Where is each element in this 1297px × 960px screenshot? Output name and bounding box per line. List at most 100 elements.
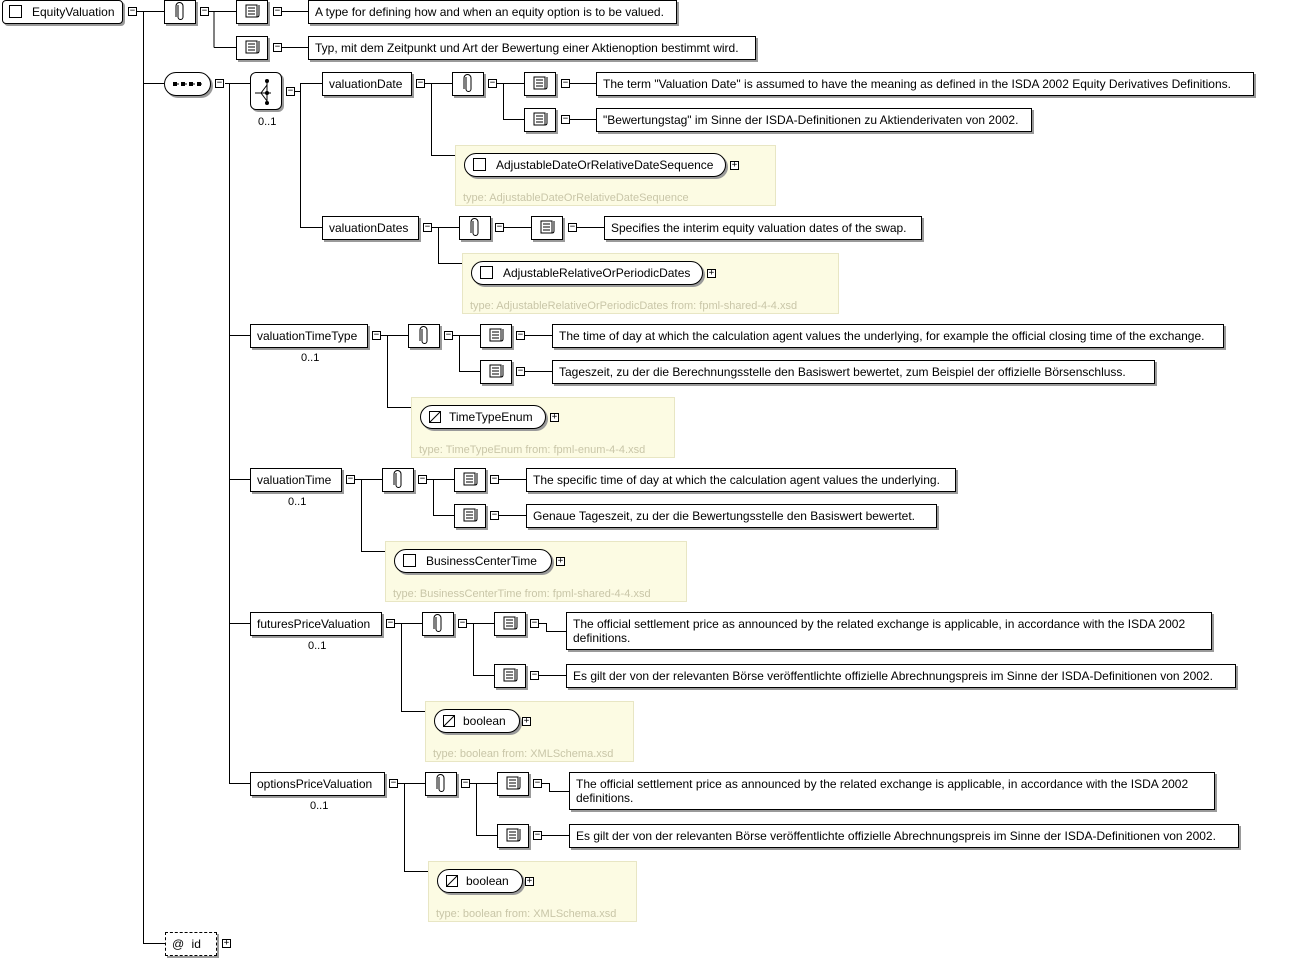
annotation-icon[interactable]: [408, 324, 440, 348]
collapse-toggle[interactable]: −: [200, 6, 209, 16]
type-label: type: boolean from: XMLSchema.xsd: [436, 908, 617, 920]
element-optionspricevaluation[interactable]: optionsPriceValuation: [250, 772, 385, 796]
paperclip-icon: [433, 614, 442, 632]
expand-toggle[interactable]: +: [522, 716, 531, 726]
scroll-doc-icon: [489, 328, 504, 342]
type-name: AdjustableRelativeOrPeriodicDates: [503, 266, 691, 280]
expand-toggle[interactable]: +: [222, 938, 231, 948]
root-element-equityvaluation[interactable]: EquityValuation: [2, 0, 123, 24]
element-futurespricevaluation[interactable]: futuresPriceValuation: [250, 612, 382, 636]
documentation-icon[interactable]: [524, 108, 556, 132]
expand-toggle[interactable]: +: [707, 268, 716, 278]
occurrence-label: 0..1: [288, 496, 307, 508]
collapse-toggle[interactable]: −: [458, 618, 467, 628]
documentation-icon[interactable]: [524, 72, 556, 96]
attribute-id[interactable]: @ id: [165, 932, 217, 956]
element-valuationtime[interactable]: valuationTime: [250, 468, 342, 492]
occurrence-label: 0..1: [308, 640, 327, 652]
documentation-icon[interactable]: [236, 36, 268, 60]
scroll-doc-icon: [533, 112, 548, 126]
scroll-doc-icon: [506, 828, 521, 842]
occurrence-label: 0..1: [310, 800, 329, 812]
documentation-icon[interactable]: [531, 216, 563, 240]
collapse-toggle[interactable]: −: [416, 78, 425, 88]
expand-toggle[interactable]: +: [556, 556, 565, 566]
element-valuationdates[interactable]: valuationDates: [322, 216, 419, 240]
collapse-toggle[interactable]: −: [215, 78, 224, 88]
paperclip-icon: [419, 326, 428, 344]
collapse-toggle[interactable]: −: [461, 778, 470, 788]
element-valuationtimetype[interactable]: valuationTimeType: [250, 324, 368, 348]
documentation-text-en: Specifies the interim equity valuation d…: [604, 216, 922, 240]
expand-toggle[interactable]: +: [730, 160, 739, 170]
type-name: boolean: [463, 714, 506, 728]
documentation-text-de: "Bewertungstag" im Sinne der ISDA-Defini…: [596, 108, 1032, 132]
annotation-icon[interactable]: [452, 72, 484, 96]
documentation-icon[interactable]: [494, 664, 526, 688]
documentation-text-en: The official settlement price as announc…: [566, 612, 1212, 650]
simple-type-icon: [446, 875, 458, 887]
documentation-icon[interactable]: [454, 468, 486, 492]
type-name: TimeTypeEnum: [449, 410, 533, 424]
documentation-text-en: The specific time of day at which the ca…: [526, 468, 956, 492]
sequence-compositor[interactable]: [164, 72, 211, 96]
scroll-doc-icon: [533, 76, 548, 90]
collapse-toggle[interactable]: −: [346, 474, 355, 484]
annotation-icon[interactable]: [425, 772, 457, 796]
scroll-doc-icon: [463, 472, 478, 486]
collapse-toggle[interactable]: −: [286, 86, 295, 96]
collapse-toggle[interactable]: −: [495, 222, 504, 232]
type-reference-boolean[interactable]: boolean: [437, 869, 523, 893]
collapse-toggle[interactable]: −: [561, 114, 570, 124]
collapse-toggle[interactable]: −: [561, 78, 570, 88]
type-reference-adjustablerelativeorperiodicdates[interactable]: AdjustableRelativeOrPeriodicDates: [471, 261, 703, 285]
collapse-toggle[interactable]: −: [568, 222, 577, 232]
documentation-icon[interactable]: [497, 772, 529, 796]
documentation-text-en: The official settlement price as announc…: [569, 772, 1215, 810]
element-valuationdate[interactable]: valuationDate: [322, 72, 412, 96]
documentation-icon[interactable]: [236, 0, 268, 24]
collapse-toggle[interactable]: −: [444, 330, 453, 340]
collapse-toggle[interactable]: −: [530, 670, 539, 680]
collapse-toggle[interactable]: −: [516, 366, 525, 376]
collapse-toggle[interactable]: −: [533, 830, 542, 840]
type-reference-businesscentertime[interactable]: BusinessCenterTime: [394, 549, 552, 573]
collapse-toggle[interactable]: −: [273, 42, 282, 52]
complex-type-icon: [473, 158, 486, 171]
collapse-toggle[interactable]: −: [488, 78, 497, 88]
collapse-toggle[interactable]: −: [533, 778, 542, 788]
documentation-icon[interactable]: [480, 324, 512, 348]
collapse-toggle[interactable]: −: [490, 510, 499, 520]
documentation-icon[interactable]: [480, 360, 512, 384]
collapse-toggle[interactable]: −: [372, 330, 381, 340]
collapse-toggle[interactable]: −: [423, 222, 432, 232]
type-label: type: AdjustableDateOrRelativeDateSequen…: [463, 192, 689, 204]
collapse-toggle[interactable]: −: [530, 618, 539, 628]
expand-toggle[interactable]: +: [525, 876, 534, 886]
type-reference-adjustabledateorrelativedatesequence[interactable]: AdjustableDateOrRelativeDateSequence: [464, 153, 726, 177]
documentation-text-de: Tageszeit, zu der die Berechnungsstelle …: [552, 360, 1155, 384]
collapse-toggle[interactable]: −: [389, 778, 398, 788]
sequence-icon: [173, 82, 202, 86]
documentation-icon[interactable]: [497, 824, 529, 848]
documentation-icon[interactable]: [454, 504, 486, 528]
annotation-icon[interactable]: [164, 0, 196, 24]
collapse-toggle[interactable]: −: [273, 6, 282, 16]
annotation-icon[interactable]: [382, 468, 414, 492]
collapse-toggle[interactable]: −: [386, 618, 395, 628]
annotation-icon[interactable]: [459, 216, 491, 240]
collapse-toggle[interactable]: −: [418, 474, 427, 484]
collapse-toggle[interactable]: −: [490, 474, 499, 484]
scroll-doc-icon: [463, 508, 478, 522]
paperclip-icon: [393, 470, 402, 488]
choice-compositor[interactable]: [250, 72, 282, 110]
collapse-toggle[interactable]: −: [128, 6, 137, 16]
documentation-icon[interactable]: [494, 612, 526, 636]
annotation-icon[interactable]: [422, 612, 454, 636]
collapse-toggle[interactable]: −: [516, 330, 525, 340]
paperclip-icon: [436, 774, 445, 792]
type-reference-boolean[interactable]: boolean: [434, 709, 520, 733]
type-reference-timetypeenum[interactable]: TimeTypeEnum: [420, 405, 546, 429]
expand-toggle[interactable]: +: [550, 412, 559, 422]
